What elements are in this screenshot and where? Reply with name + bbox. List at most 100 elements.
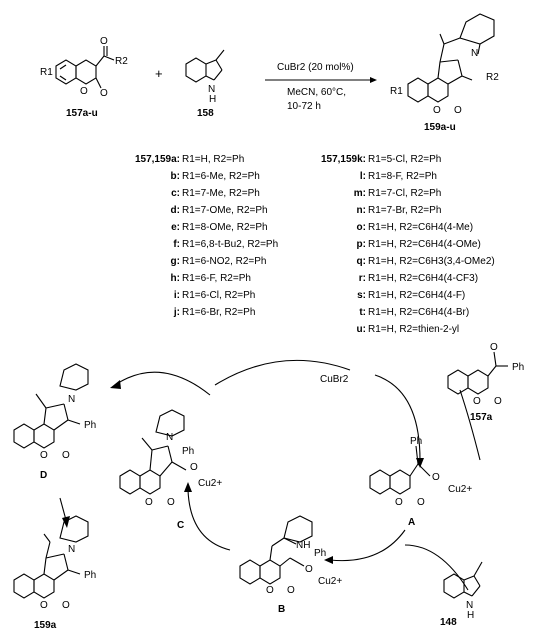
cycle-arrowhead-left [184,482,192,492]
product-159a-id: 159a [34,620,57,631]
int-c-ring-o: O [145,497,153,508]
substituent-table-right: 157,159k: R1=5-Cl, R2=Ph l: R1=8-F, R2=P… [321,154,495,335]
subst-right-id: q: [357,256,366,267]
subst-right-text: R1=H, R2=C6H4(4-Br) [368,307,469,318]
subst-left-text: R1=7-Me, R2=Ph [182,188,260,199]
intermediate-a-structure [369,445,431,495]
subst-left-id: h: [171,273,180,284]
int-a-ring-o: O [395,497,403,508]
intermediate-b-structure [239,515,313,585]
int-b-nh: NH [296,540,310,551]
int-c-id: C [177,520,184,531]
reactant-158-h: H [209,94,216,105]
subst-right-id: p: [357,239,366,250]
start-157a-structure [447,351,508,395]
product-r2-label: R2 [486,72,499,83]
product-carbonyl-o: O [454,105,462,116]
product-159a-structure [13,515,89,599]
condition-catalyst: CuBr2 (20 mol%) [277,62,354,73]
start-157a-id: 157a [470,412,493,423]
condition-solvent: MeCN, 60°C, [287,87,346,98]
subst-right-id: t: [359,307,366,318]
product-159a-lactone-o: O [62,600,70,611]
subst-left-id: b: [171,171,180,182]
subst-right-text: R1=H, R2=C6H4(4-F) [368,290,465,301]
reactant-157a-u-structure [55,46,115,89]
subst-right-text: R1=7-Cl, R2=Ph [368,188,441,199]
subst-right-id: r: [359,273,366,284]
int-b-ring-o: O [266,585,274,596]
subst-right-text: R1=H, R2=C6H3(3,4-OMe2) [368,256,495,267]
subst-right-text: R1=H, R2=C6H4(4-Me) [368,222,473,233]
arrowhead-to-d [110,380,121,389]
int-a-carbonyl-o: O [432,472,440,483]
product-159a-u-id: 159a-u [424,122,456,133]
int-c-n: N [166,432,173,443]
int-d-lactone-o: O [62,450,70,461]
subst-left-id: j: [173,307,180,318]
subst-right-text: R1=H, R2=C6H4(4-OMe) [368,239,481,250]
indole-148-h: H [467,610,474,621]
subst-right-text: R1=8-F, R2=Ph [368,171,437,182]
subst-left-text: R1=7-OMe, R2=Ph [182,205,268,216]
subst-left-id: g: [171,256,180,267]
catalyst-label: CuBr2 [320,374,349,385]
subst-right-id: m: [354,188,366,199]
subst-right-text: R1=H, R2=thien-2-yl [368,324,459,335]
subst-right-text: R1=7-Br, R2=Ph [368,205,441,216]
product-159a-n: N [68,544,75,555]
subst-left-text: R1=6-Br, R2=Ph [182,307,255,318]
cycle-arc-top [214,359,351,386]
product-159a-ph: Ph [84,570,96,581]
reactant-carbonyl-o: O [100,88,108,99]
indole-148-id: 148 [440,617,457,628]
int-a-ph: Ph [410,436,422,447]
subst-left-id: f: [173,239,180,250]
reactant-r1-label: R1 [40,67,53,78]
int-d-id: D [40,470,47,481]
subst-right-text: R1=5-Cl, R2=Ph [368,154,441,165]
subst-left-text: R1=6-F, R2=Ph [182,273,251,284]
product-159a-u-structure [407,13,495,103]
int-b-cu: Cu2+ [318,576,342,587]
arc-to-d [114,371,211,396]
subst-right-id: n: [357,205,366,216]
reactant-ring-o: O [80,86,88,97]
product-r1-label: R1 [390,86,403,97]
start-157a-ph: Ph [512,362,524,373]
cycle-arrowhead-bottom [324,556,333,564]
substituent-table-left: 157,159a: R1=H, R2=Ph b: R1=6-Me, R2=Ph … [135,154,278,318]
condition-time: 10-72 h [287,101,321,112]
subst-right-id: o: [357,222,366,233]
subst-left-id: 157,159a: [135,154,180,165]
subst-right-id: l: [360,171,366,182]
arrow-d-to-159a [59,497,67,521]
int-d-n: N [68,394,75,405]
intermediate-c-structure [119,409,187,495]
cycle-arc-bottom-right [329,529,406,562]
subst-left-text: R1=6,8-t-Bu2, R2=Ph [182,239,278,250]
subst-left-text: R1=8-OMe, R2=Ph [182,222,268,233]
int-b-ph: Ph [314,548,326,559]
int-b-id: B [278,604,285,615]
subst-left-text: R1=H, R2=Ph [182,154,244,165]
reactant-r2-label: R2 [115,56,128,67]
int-d-ph: Ph [84,420,96,431]
reactant-158-id: 158 [197,108,214,119]
indole-148-structure [443,561,483,599]
int-c-ph: Ph [182,446,194,457]
cycle-arc-left [187,489,231,551]
intermediate-d-structure [13,363,89,449]
start-157a-o: O [490,342,498,353]
subst-right-id: u: [357,324,366,335]
int-a-cu: Cu2+ [448,484,472,495]
product-ring-o: O [433,105,441,116]
subst-left-id: i: [174,290,180,301]
int-b-lactone-o: O [287,585,295,596]
subst-right-id: s: [357,290,366,301]
plus-sign: + [155,66,163,81]
reaction-arrowhead [370,77,377,83]
subst-right-id: 157,159k: [321,154,366,165]
